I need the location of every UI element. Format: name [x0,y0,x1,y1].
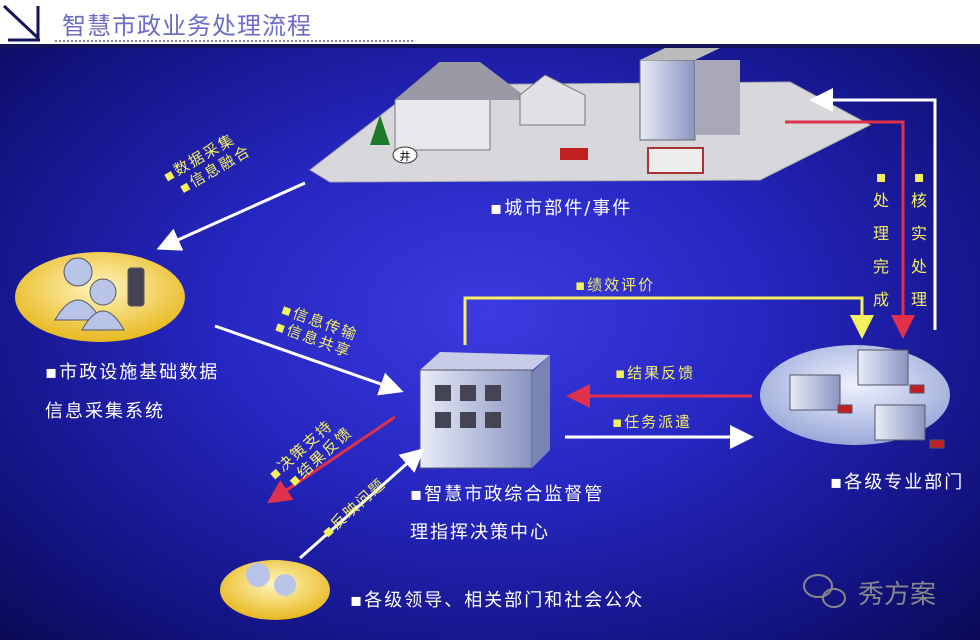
char: 成 [872,290,889,309]
label-verify: ▪ 核 实 处 理 [910,167,928,316]
node-center-line1: ▪智慧市政综合监督管 [410,484,605,505]
command-center-building-icon [419,352,550,469]
char: 处 [872,191,889,210]
bullet: ▪ [875,167,887,186]
arrow-info-share [214,324,404,396]
page-title: 智慧市政业务处理流程 [62,12,312,40]
char: 核 [910,191,927,210]
watermark: 秀方案 [858,580,937,610]
people-icon [54,257,145,331]
well-label: 井 [400,149,411,163]
node-departments: ▪各级专业部门 [830,472,965,493]
arrow-report-issue [299,448,425,560]
char: 实 [910,224,927,243]
arrow-performance [463,296,874,345]
wechat-icon [803,574,846,608]
char: 完 [872,257,889,276]
arrow-verify [809,88,937,330]
node-collection-line2: 信息采集系统 [45,401,165,422]
title-divider [55,40,413,42]
city-scene-illustration [309,48,872,183]
node-collection-line1: ▪市政设施基础数据 [45,362,220,383]
public-people-cloud-icon [220,560,330,620]
char: 理 [910,290,927,309]
arrow-processing-done [785,120,915,339]
arrow-decision [267,415,396,504]
header: 智慧市政业务处理流程 [0,0,980,45]
label-performance: ▪绩效评价 [575,276,656,294]
node-center-line2: 理指挥决策中心 [410,522,550,543]
corner-arrow-icon [2,4,40,42]
label-result-feedback: ▪结果反馈 [615,364,696,382]
arrow-data-collect [156,181,306,251]
char: 理 [872,224,889,243]
header-bar [0,44,980,48]
node-public: ▪各级领导、相关部门和社会公众 [350,590,645,611]
bullet: ▪ [913,167,925,186]
department-buildings-icon [789,349,945,449]
char: 处 [910,257,927,276]
label-task-dispatch: ▪任务派遣 [612,413,693,431]
node-city-events: ▪城市部件/事件 [490,198,633,219]
label-processing-done: ▪ 处 理 完 成 [872,167,890,316]
